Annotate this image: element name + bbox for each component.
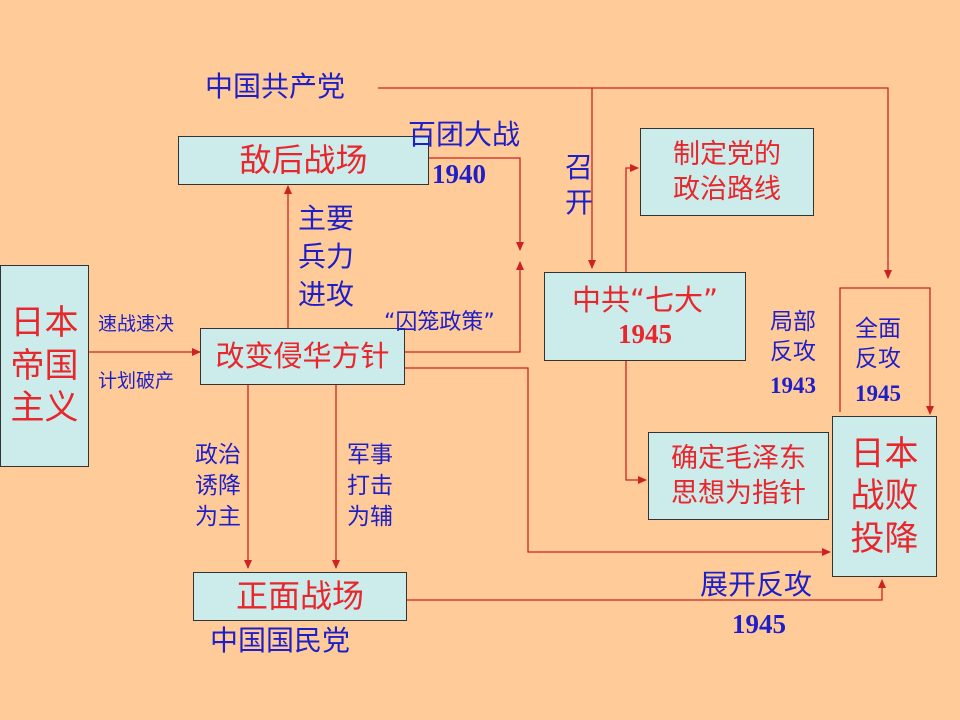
hundred-regiments-label: 百团大战 [408,118,521,151]
local-counter-year: 1943 [770,373,816,398]
hundred-regiments-year: 1940 [432,159,486,189]
full-counter-year: 1945 [855,381,901,406]
japan-imperialism-label: 日本 帝国 主义 [10,303,79,429]
ccp-label: 中国共产党 [205,70,346,103]
mao-thought-label: 确定毛泽东 思想为指针 [671,442,806,509]
front-battlefield-box: 正面战场 [193,572,407,621]
ccp-congress-year: 1945 [618,318,672,349]
japan-surrender-box: 日本 战败 投降 [832,416,937,577]
plan-failed-label: 计划破产 [98,370,175,392]
change-policy-box: 改变侵华方针 [200,328,405,385]
ccp-seventh-congress-box: 中共“七大” 1945 [544,272,746,361]
full-counter-label: 全面 反攻 [855,316,901,372]
convene-label: 召 开 [565,151,594,219]
mao-thought-box: 确定毛泽东 思想为指针 [648,432,829,520]
front-battlefield-label: 正面战场 [235,577,364,616]
quick-war-label: 速战速决 [98,313,175,335]
japan-surrender-label: 日本 战败 投降 [850,433,919,559]
japan-imperialism-box: 日本 帝国 主义 [0,265,89,467]
enemy-rear-battlefield-box: 敌后战场 [178,136,429,185]
military-strike-label: 军事 打击 为辅 [347,442,393,531]
ccp-congress-title: 中共“七大” [571,282,719,317]
political-line-label: 制定党的 政治路线 [673,138,781,205]
kmt-label: 中国国民党 [210,624,351,657]
launch-counter-label: 展开反攻 [700,568,813,601]
main-force-label: 主要 兵力 进攻 [298,202,355,311]
political-line-box: 制定党的 政治路线 [640,128,814,216]
enemy-rear-battlefield-label: 敌后战场 [239,141,368,180]
local-counter-label: 局部 反攻 [770,309,816,365]
launch-counter-year: 1945 [732,609,786,639]
cage-policy-label: “囚笼政策” [384,310,495,335]
change-policy-label: 改变侵华方针 [215,339,390,374]
political-inducement-label: 政治 诱降 为主 [195,442,241,531]
